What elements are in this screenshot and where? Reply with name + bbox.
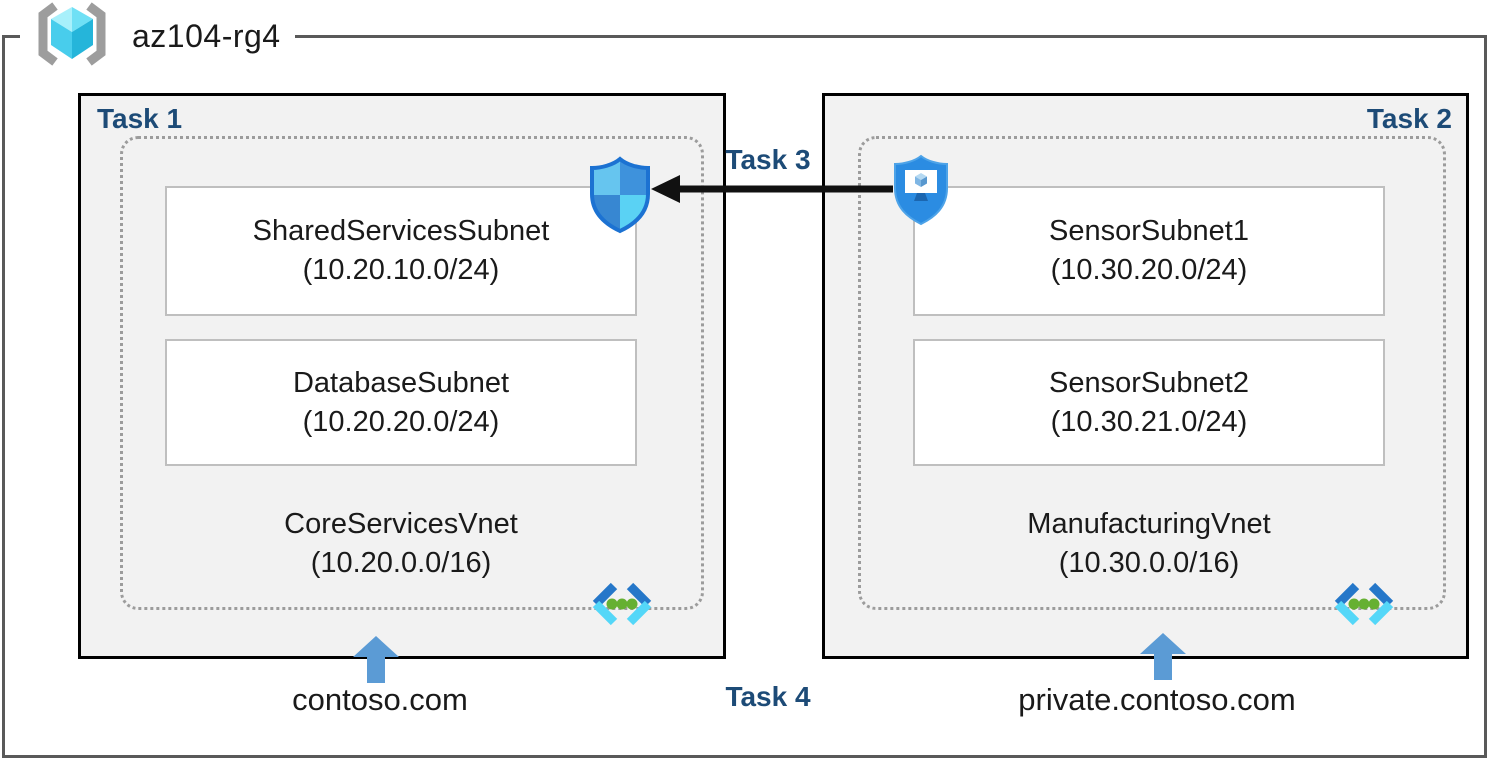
sensorsubnet2-box: SensorSubnet2 (10.30.21.0/24) <box>913 339 1385 466</box>
application-security-group-icon <box>892 154 950 231</box>
subnet-cidr: (10.30.21.0/24) <box>1050 405 1248 438</box>
up-arrow-icon <box>352 636 400 688</box>
private-contoso-dns-label: private.contoso.com <box>1018 682 1296 717</box>
resource-group-label: az104-rg4 <box>132 17 281 54</box>
subnet-cidr: (10.20.20.0/24) <box>302 405 500 438</box>
manufacturingvnet-label: ManufacturingVnet (10.30.0.0/16) <box>913 505 1385 583</box>
coreservicesvnet-label: CoreServicesVnet (10.20.0.0/16) <box>165 505 637 583</box>
contoso-dns-label: contoso.com <box>292 682 468 717</box>
subnet-name: SensorSubnet2 <box>1049 366 1249 399</box>
vnet-cidr: (10.20.0.0/16) <box>310 547 492 579</box>
network-security-group-icon <box>588 156 652 239</box>
coreservicesvnet-boundary <box>120 136 704 610</box>
subnet-name: DatabaseSubnet <box>292 366 510 399</box>
sensorsubnet1-box: SensorSubnet1 (10.30.20.0/24) <box>913 186 1385 316</box>
task3-peering-arrow left-arrow-icon <box>650 172 894 211</box>
up-arrow-icon <box>1139 633 1187 685</box>
subnet-cidr: (10.20.10.0/24) <box>302 254 500 286</box>
resource-group-icon <box>34 1 110 72</box>
task3-label: Task 3 <box>725 144 811 175</box>
sharedservicessubnet-box: SharedServicesSubnet (10.20.10.0/24) <box>165 186 637 316</box>
task2-label: Task 2 <box>1366 103 1452 134</box>
resource-group-frame <box>2 35 1487 758</box>
vnet-name: ManufacturingVnet <box>1027 508 1271 540</box>
task1-label: Task 1 <box>97 103 183 134</box>
virtual-network-icon <box>588 582 656 633</box>
virtual-network-icon <box>1330 582 1398 633</box>
vnet-cidr: (10.30.0.0/16) <box>1058 547 1240 579</box>
manufacturingvnet-boundary <box>858 136 1446 610</box>
task4-label: Task 4 <box>725 681 811 712</box>
subnet-name: SensorSubnet1 <box>1049 215 1249 247</box>
vnet-name: CoreServicesVnet <box>284 508 518 540</box>
databasesubnet-box: DatabaseSubnet (10.20.20.0/24) <box>165 339 637 466</box>
subnet-cidr: (10.30.20.0/24) <box>1050 254 1248 286</box>
subnet-name: SharedServicesSubnet <box>252 215 550 247</box>
resource-group-title: az104-rg4 <box>20 0 295 72</box>
